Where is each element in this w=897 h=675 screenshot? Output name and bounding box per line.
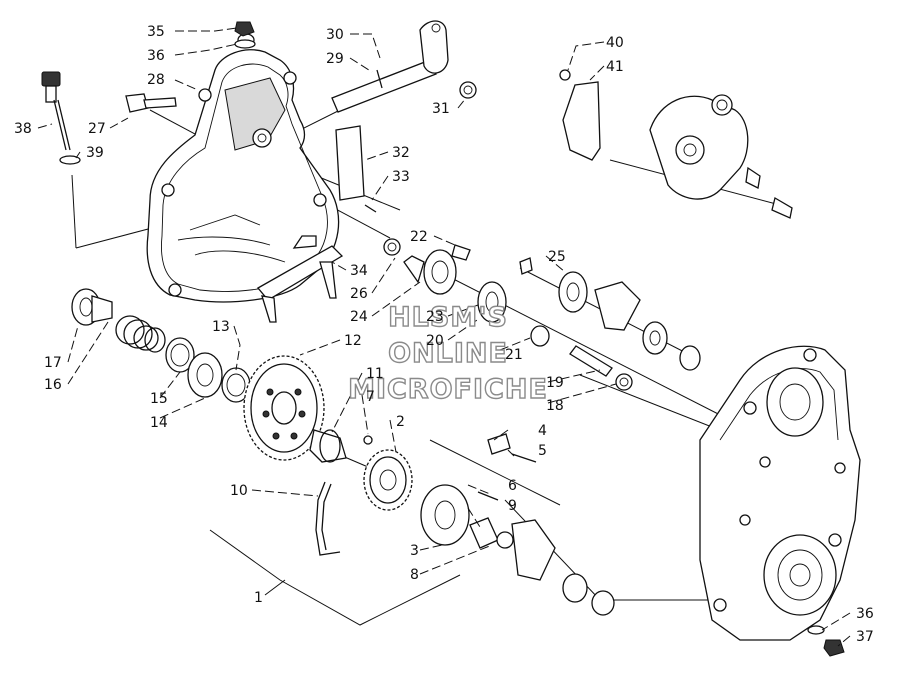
callout-40: 40 [606, 35, 624, 51]
callout-29: 29 [326, 51, 344, 67]
callout-30: 30 [326, 27, 344, 43]
callout-25: 25 [548, 249, 566, 265]
callout-12: 12 [344, 333, 362, 349]
callout-5: 5 [538, 443, 547, 459]
callout-23: 23 [426, 309, 444, 325]
bolt-27 [125, 93, 177, 113]
watermark-line-1: HLSM'S [388, 302, 508, 333]
callout-32: 32 [392, 145, 410, 161]
callout-37: 37 [856, 629, 874, 645]
callout-8: 8 [410, 567, 419, 583]
callout-26: 26 [350, 286, 368, 302]
drive-clutch-parts [71, 288, 251, 403]
callout-34: 34 [350, 263, 368, 279]
callout-1: 1 [254, 590, 263, 606]
callout-20: 20 [426, 333, 444, 349]
shift-shaft [331, 20, 477, 113]
callout-31: 31 [432, 101, 450, 117]
callout-6: 6 [508, 478, 517, 494]
drive-chain [315, 481, 341, 556]
callout-3: 3 [410, 543, 419, 559]
callout-36: 36 [147, 48, 165, 64]
callout-7: 7 [366, 389, 375, 405]
watermark-line-2: ONLINE [388, 338, 508, 369]
callout-4: 4 [538, 423, 547, 439]
callout-17: 17 [44, 355, 62, 371]
callout-39: 39 [86, 145, 104, 161]
gear-case [699, 345, 861, 657]
callout-10: 10 [230, 483, 248, 499]
callout-9: 9 [508, 498, 517, 514]
callout-2: 2 [396, 414, 405, 430]
callout-38: 38 [14, 121, 32, 137]
drive-gear [309, 429, 413, 511]
callout-41: 41 [606, 59, 624, 75]
watermark-line-3: MICROFICHE [348, 374, 548, 405]
callout-14: 14 [150, 415, 168, 431]
bolt-35 [234, 21, 256, 49]
callout-leaders [37, 27, 851, 647]
large-sprocket [243, 355, 325, 461]
callout-33: 33 [392, 169, 410, 185]
callout-22: 22 [410, 229, 428, 245]
chain-tensioner [420, 433, 615, 616]
dipstick [41, 71, 71, 151]
shaft-gears-upper [383, 238, 701, 391]
callout-16: 16 [44, 377, 62, 393]
watermark: HLSM'S ONLINE MICROFICHE [347, 301, 548, 405]
callout-15: 15 [150, 391, 168, 407]
o-ring-39 [59, 155, 81, 165]
callout-36b: 36 [856, 606, 874, 622]
gasket-32 [335, 125, 377, 213]
callout-28: 28 [147, 72, 165, 88]
callout-24: 24 [350, 309, 368, 325]
shift-fork [257, 235, 344, 323]
reverse-bracket [559, 69, 793, 219]
callout-19: 19 [546, 375, 564, 391]
callout-11: 11 [366, 366, 384, 382]
callout-21: 21 [505, 347, 523, 363]
callout-27: 27 [88, 121, 106, 137]
callout-13: 13 [212, 319, 230, 335]
callout-labels: 35 36 28 30 29 31 38 27 39 32 33 40 41 2… [14, 24, 874, 645]
callout-18: 18 [546, 398, 564, 414]
callout-35: 35 [147, 24, 165, 40]
